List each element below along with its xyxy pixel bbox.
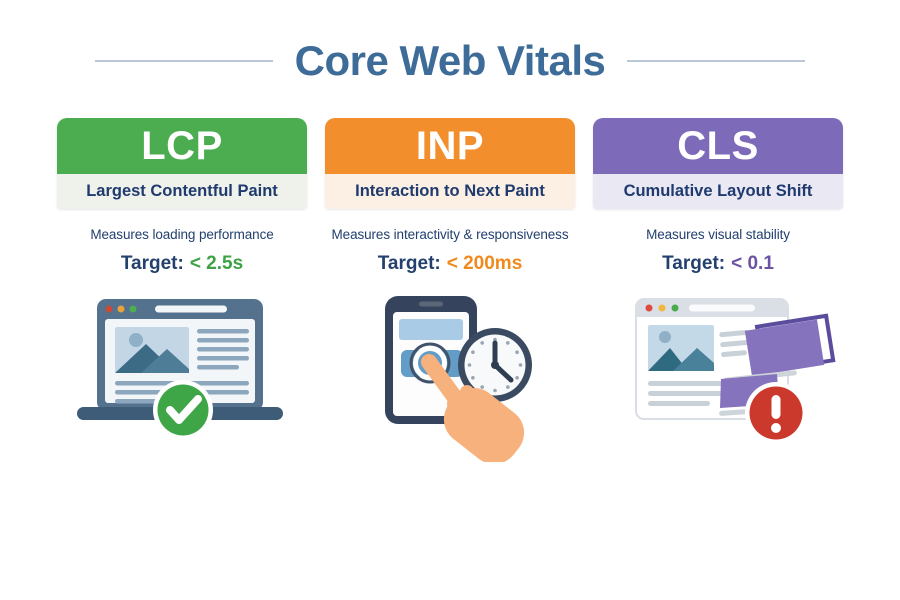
header: Core Web Vitals xyxy=(0,0,900,92)
target-value: < 2.5s xyxy=(189,253,244,274)
image-placeholder-icon xyxy=(648,325,714,371)
target-value: < 200ms xyxy=(446,253,523,274)
card-lcp: LCP Largest Contentful Paint Measures lo… xyxy=(57,118,307,462)
card-inp: INP Interaction to Next Paint Measures i… xyxy=(325,118,575,462)
lcp-illustration xyxy=(77,299,283,440)
checkmark-icon xyxy=(153,380,213,440)
title-divider-right xyxy=(627,60,806,62)
card-cls-description: Measures visual stability xyxy=(646,227,790,242)
card-lcp-target: Target:< 2.5s xyxy=(121,253,243,275)
card-cls-target: Target:< 0.1 xyxy=(662,253,774,275)
text-lines xyxy=(648,381,738,406)
card-cls-full-name: Cumulative Layout Shift xyxy=(623,182,813,200)
card-inp-block: INP Interaction to Next Paint xyxy=(325,118,575,209)
card-lcp-abbr: LCP xyxy=(141,124,223,168)
card-cls-header: CLS xyxy=(593,118,843,174)
cls-illustration xyxy=(635,298,836,444)
shifted-text-lines xyxy=(719,329,755,358)
card-inp-strip: Interaction to Next Paint xyxy=(325,174,575,209)
clock-icon xyxy=(458,328,532,402)
card-lcp-header: LCP xyxy=(57,118,307,174)
target-label: Target: xyxy=(120,253,184,274)
card-inp-full-name: Interaction to Next Paint xyxy=(355,182,545,200)
card-inp-abbr: INP xyxy=(415,124,485,168)
card-inp-description: Measures interactivity & responsiveness xyxy=(331,227,569,242)
text-lines xyxy=(115,329,249,404)
card-cls-block: CLS Cumulative Layout Shift xyxy=(593,118,843,209)
card-cls-abbr: CLS xyxy=(677,124,759,168)
card-inp-header: INP xyxy=(325,118,575,174)
card-lcp-block: LCP Largest Contentful Paint xyxy=(57,118,307,209)
warning-icon xyxy=(745,382,807,444)
target-value: < 0.1 xyxy=(731,253,774,274)
card-lcp-full-name: Largest Contentful Paint xyxy=(86,182,278,200)
page-title: Core Web Vitals xyxy=(294,37,606,84)
card-lcp-description: Measures loading performance xyxy=(90,227,274,242)
inp-illustration xyxy=(385,296,532,462)
card-lcp-strip: Largest Contentful Paint xyxy=(57,174,307,209)
target-label: Target: xyxy=(377,253,441,274)
image-placeholder-icon xyxy=(115,327,189,373)
metric-cards-row: LCP Largest Contentful Paint Measures lo… xyxy=(0,118,900,462)
target-label: Target: xyxy=(662,253,726,274)
card-inp-target: Target:< 200ms xyxy=(378,253,523,275)
card-cls-strip: Cumulative Layout Shift xyxy=(593,174,843,209)
title-divider-left xyxy=(94,60,273,62)
card-cls: CLS Cumulative Layout Shift Measures vis… xyxy=(593,118,843,462)
tapping-hand-icon xyxy=(409,342,525,462)
